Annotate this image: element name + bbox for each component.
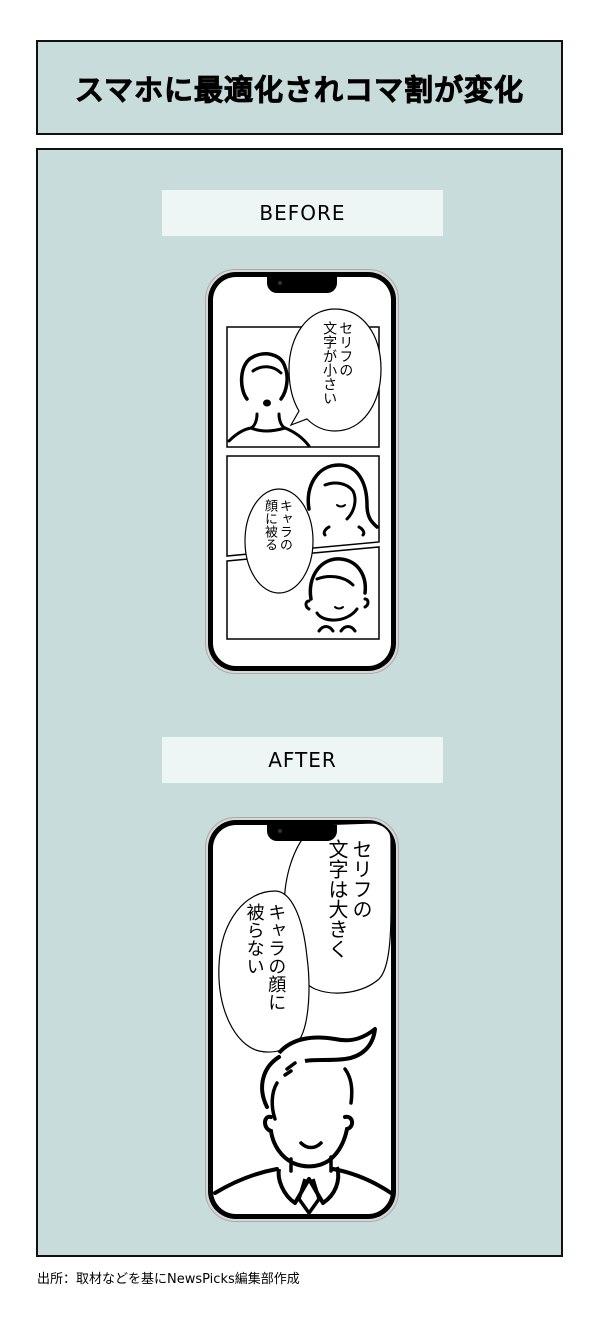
before-bubble1-text: セリフの文字が小さい: [321, 321, 354, 405]
before-bubble2-text: キャラの顔に被る: [261, 499, 292, 551]
after-label: AFTER: [268, 748, 337, 772]
comparison-panel: BEFORE: [36, 148, 563, 1257]
after-phone: セリフの文字は大きく キャラの顔に被らない: [205, 817, 399, 1222]
source-credit: 出所：取材などを基にNewsPicks編集部作成: [37, 1272, 300, 1287]
phone-frame-icon: [205, 817, 399, 1222]
after-bubble1-text: セリフの文字は大きく: [325, 839, 373, 959]
before-label-box: BEFORE: [162, 190, 443, 236]
after-label-box: AFTER: [162, 737, 443, 783]
title-box: スマホに最適化されコマ割が変化: [36, 40, 563, 135]
phone-frame-icon: [205, 269, 399, 674]
before-label: BEFORE: [259, 201, 346, 225]
before-phone: セリフの文字が小さい キャラの顔に被る: [205, 269, 399, 674]
after-bubble2-text: キャラの顔に被らない: [243, 903, 287, 1011]
title: スマホに最適化されコマ割が変化: [74, 72, 525, 107]
